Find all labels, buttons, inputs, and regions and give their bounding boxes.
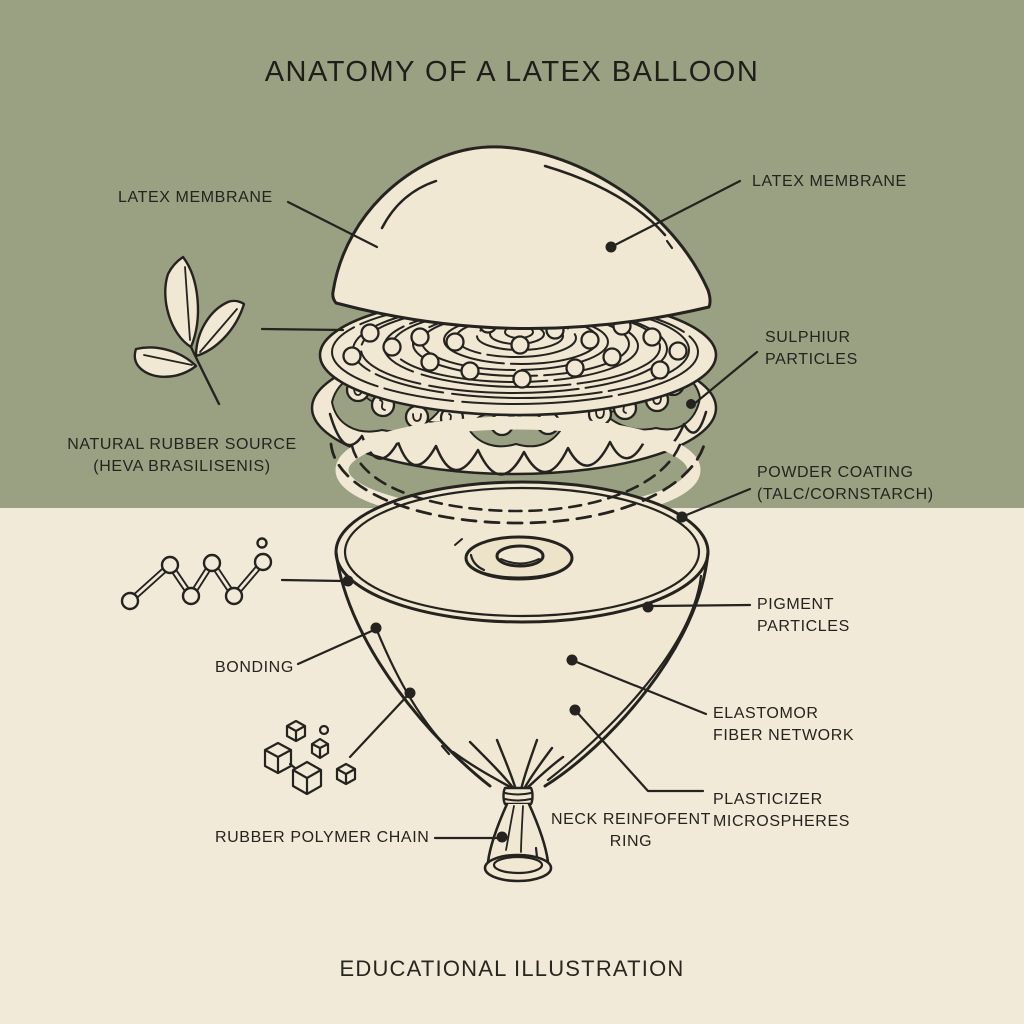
powder-coating-dashes [329, 440, 707, 525]
sulphur-particle-layer [318, 293, 718, 417]
label-latex-membrane-left: LATEX MEMBRANE [118, 189, 273, 206]
balloon-body [334, 480, 710, 806]
page-title: ANATOMY OF A LATEX BALLOON [264, 56, 760, 88]
polymer-chain-icon [120, 537, 273, 611]
label-bonding: BONDING [215, 659, 294, 676]
label-neck-reinforcement-ring: NECK REINFOFENT RING [550, 811, 712, 850]
membrane-pointer-dot [605, 241, 617, 253]
pointer-dots [342, 399, 696, 843]
neck-ring-torus [454, 535, 574, 581]
footer-caption: EDUCATIONAL ILLUSTRATION [339, 956, 685, 981]
label-rubber-polymer-chain: RUBBER POLYMER CHAIN [215, 829, 430, 846]
label-latex-membrane-right: LATEX MEMBRANE [752, 173, 907, 190]
leaf-icon [133, 255, 246, 406]
label-powder-coating: POWDER COATING (TALC/CORNSTARCH) [757, 464, 934, 503]
label-sulphur-particles: SULPHIUR PARTICLES [765, 329, 858, 368]
latex-membrane-dome [331, 145, 712, 330]
cubes-icon [263, 719, 357, 796]
tied-neck-nozzle [451, 738, 565, 883]
label-elastomer-fiber-network: ELASTOMOR FIBER NETWORK [713, 705, 855, 744]
label-pigment-particles: PIGMENT PARTICLES [757, 596, 850, 635]
label-plasticizer-microspheres: PLASTICIZER MICROSPHERES [713, 791, 850, 830]
label-natural-rubber-source: NATURAL RUBBER SOURCE (HEVA BRASILISENIS… [67, 436, 297, 475]
leader-lines [260, 179, 759, 840]
